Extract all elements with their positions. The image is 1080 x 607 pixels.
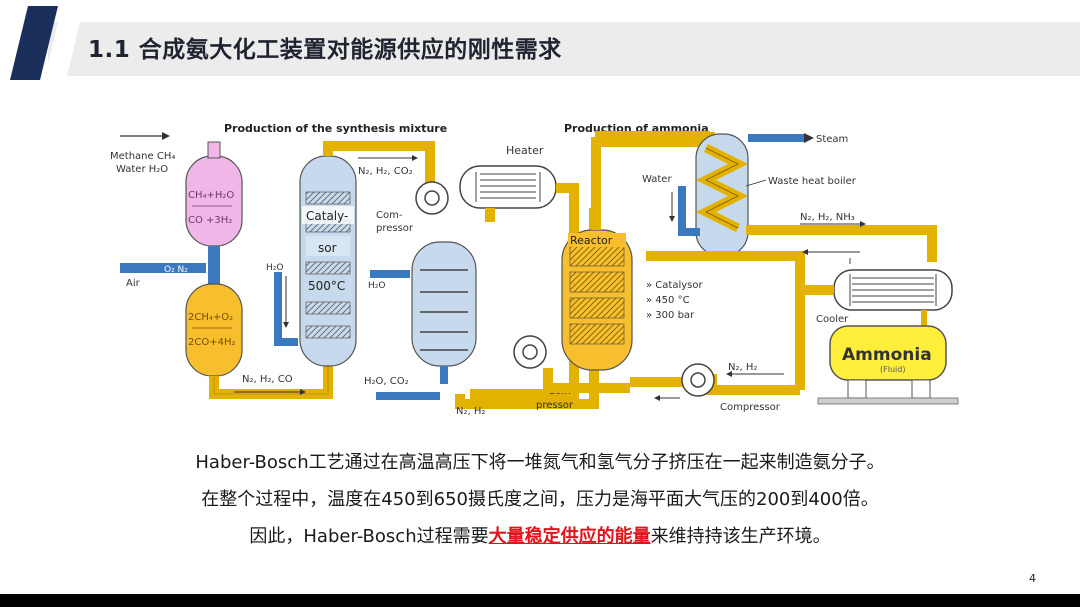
ammonia-fluid-label: (Fluid) [880,365,905,374]
secondary-reformer [185,283,243,377]
caption-line-2: 在整个过程中，温度在450到650摄氏度之间，压力是海平面大气压的200到400… [201,489,879,510]
reactor-spec-3: » 300 bar [646,310,695,321]
catalysor-label-1: Cataly- [306,209,348,223]
cooler-label: Cooler [816,314,849,325]
catalysor-label-2: sor [318,241,337,255]
h2o-label-2: H₂O [368,281,385,291]
steam-label: Steam [816,134,848,145]
bottom-bar [0,594,1080,607]
caption-line-1: Haber-Bosch工艺通过在高温高压下将一堆氮气和氢气分子挤压在一起来制造氨… [195,452,885,473]
h2o-label-1: H₂O [266,263,283,273]
heater [459,165,557,209]
compressor-3-label: Compressor [720,402,781,413]
waste-heat-boiler-label: Waste heat boiler [768,176,857,187]
scrubber-column [411,241,477,367]
haber-bosch-diagram: Production of the synthesis mixture Prod… [110,122,959,417]
reactor-label: Reactor [570,234,613,247]
compressor-1-label-a: Com- [376,210,403,221]
title-decoration [10,6,84,80]
reformer2-eq: 2CH₄+O₂ [188,312,233,323]
flow-n2-h2-co-bottom: N₂, H₂, CO [242,374,293,385]
compressor-2-label-b: pressor [536,400,574,411]
ammonia-label: Ammonia [842,345,932,365]
section-synthesis-label: Production of the synthesis mixture [224,122,447,135]
page-number: 4 [1029,572,1036,585]
flow-n2-h2-co2-top: N₂, H₂, CO₂ [358,166,413,177]
heater-label: Heater [506,144,544,157]
reformer1-eq2: CO +3H₂ [188,215,232,226]
air-label: Air [126,278,141,289]
caption-line-3-post: 来维持持该生产环境。 [650,526,831,547]
water-label: Water H₂O [116,164,168,175]
reactor-spec-2: » 450 °C [646,295,690,306]
air-components-label: O₂ N₂ [164,265,188,275]
caption-highlight: 大量稳定供应的能量 [488,526,651,547]
caption-line-3-pre: 因此，Haber-Bosch过程需要 [249,526,489,547]
title-bar: 1.1 合成氨大化工装置对能源供应的刚性需求 [0,0,1080,80]
flow-n2-h2-nh3: N₂, H₂, NH₃ [800,212,855,223]
ammonia-tank [829,325,947,381]
h2o-co2-label: H₂O, CO₂ [364,376,409,387]
flow-n2-h2-return: N₂, H₂ [728,362,757,373]
flow-n2-h2-out: N₂, H₂ [456,406,485,417]
reformer1-eq: CH₄+H₂O [188,190,234,201]
methane-label: Methane CH₄ [110,151,175,162]
page-title: 1.1 合成氨大化工装置对能源供应的刚性需求 [88,37,562,63]
reformer2-eq2: 2CO+4H₂ [188,337,236,348]
compressor-1-label-b: pressor [376,223,414,234]
primary-reformer [185,155,243,247]
reactor-spec-1: » Catalysor [646,280,703,291]
water-in-label: Water [642,174,672,185]
caption-line-3: 因此，Haber-Bosch过程需要大量稳定供应的能量来维持持该生产环境。 [0,522,1080,548]
catalysor-temp: 500°C [308,279,345,293]
title-band [48,22,1080,76]
